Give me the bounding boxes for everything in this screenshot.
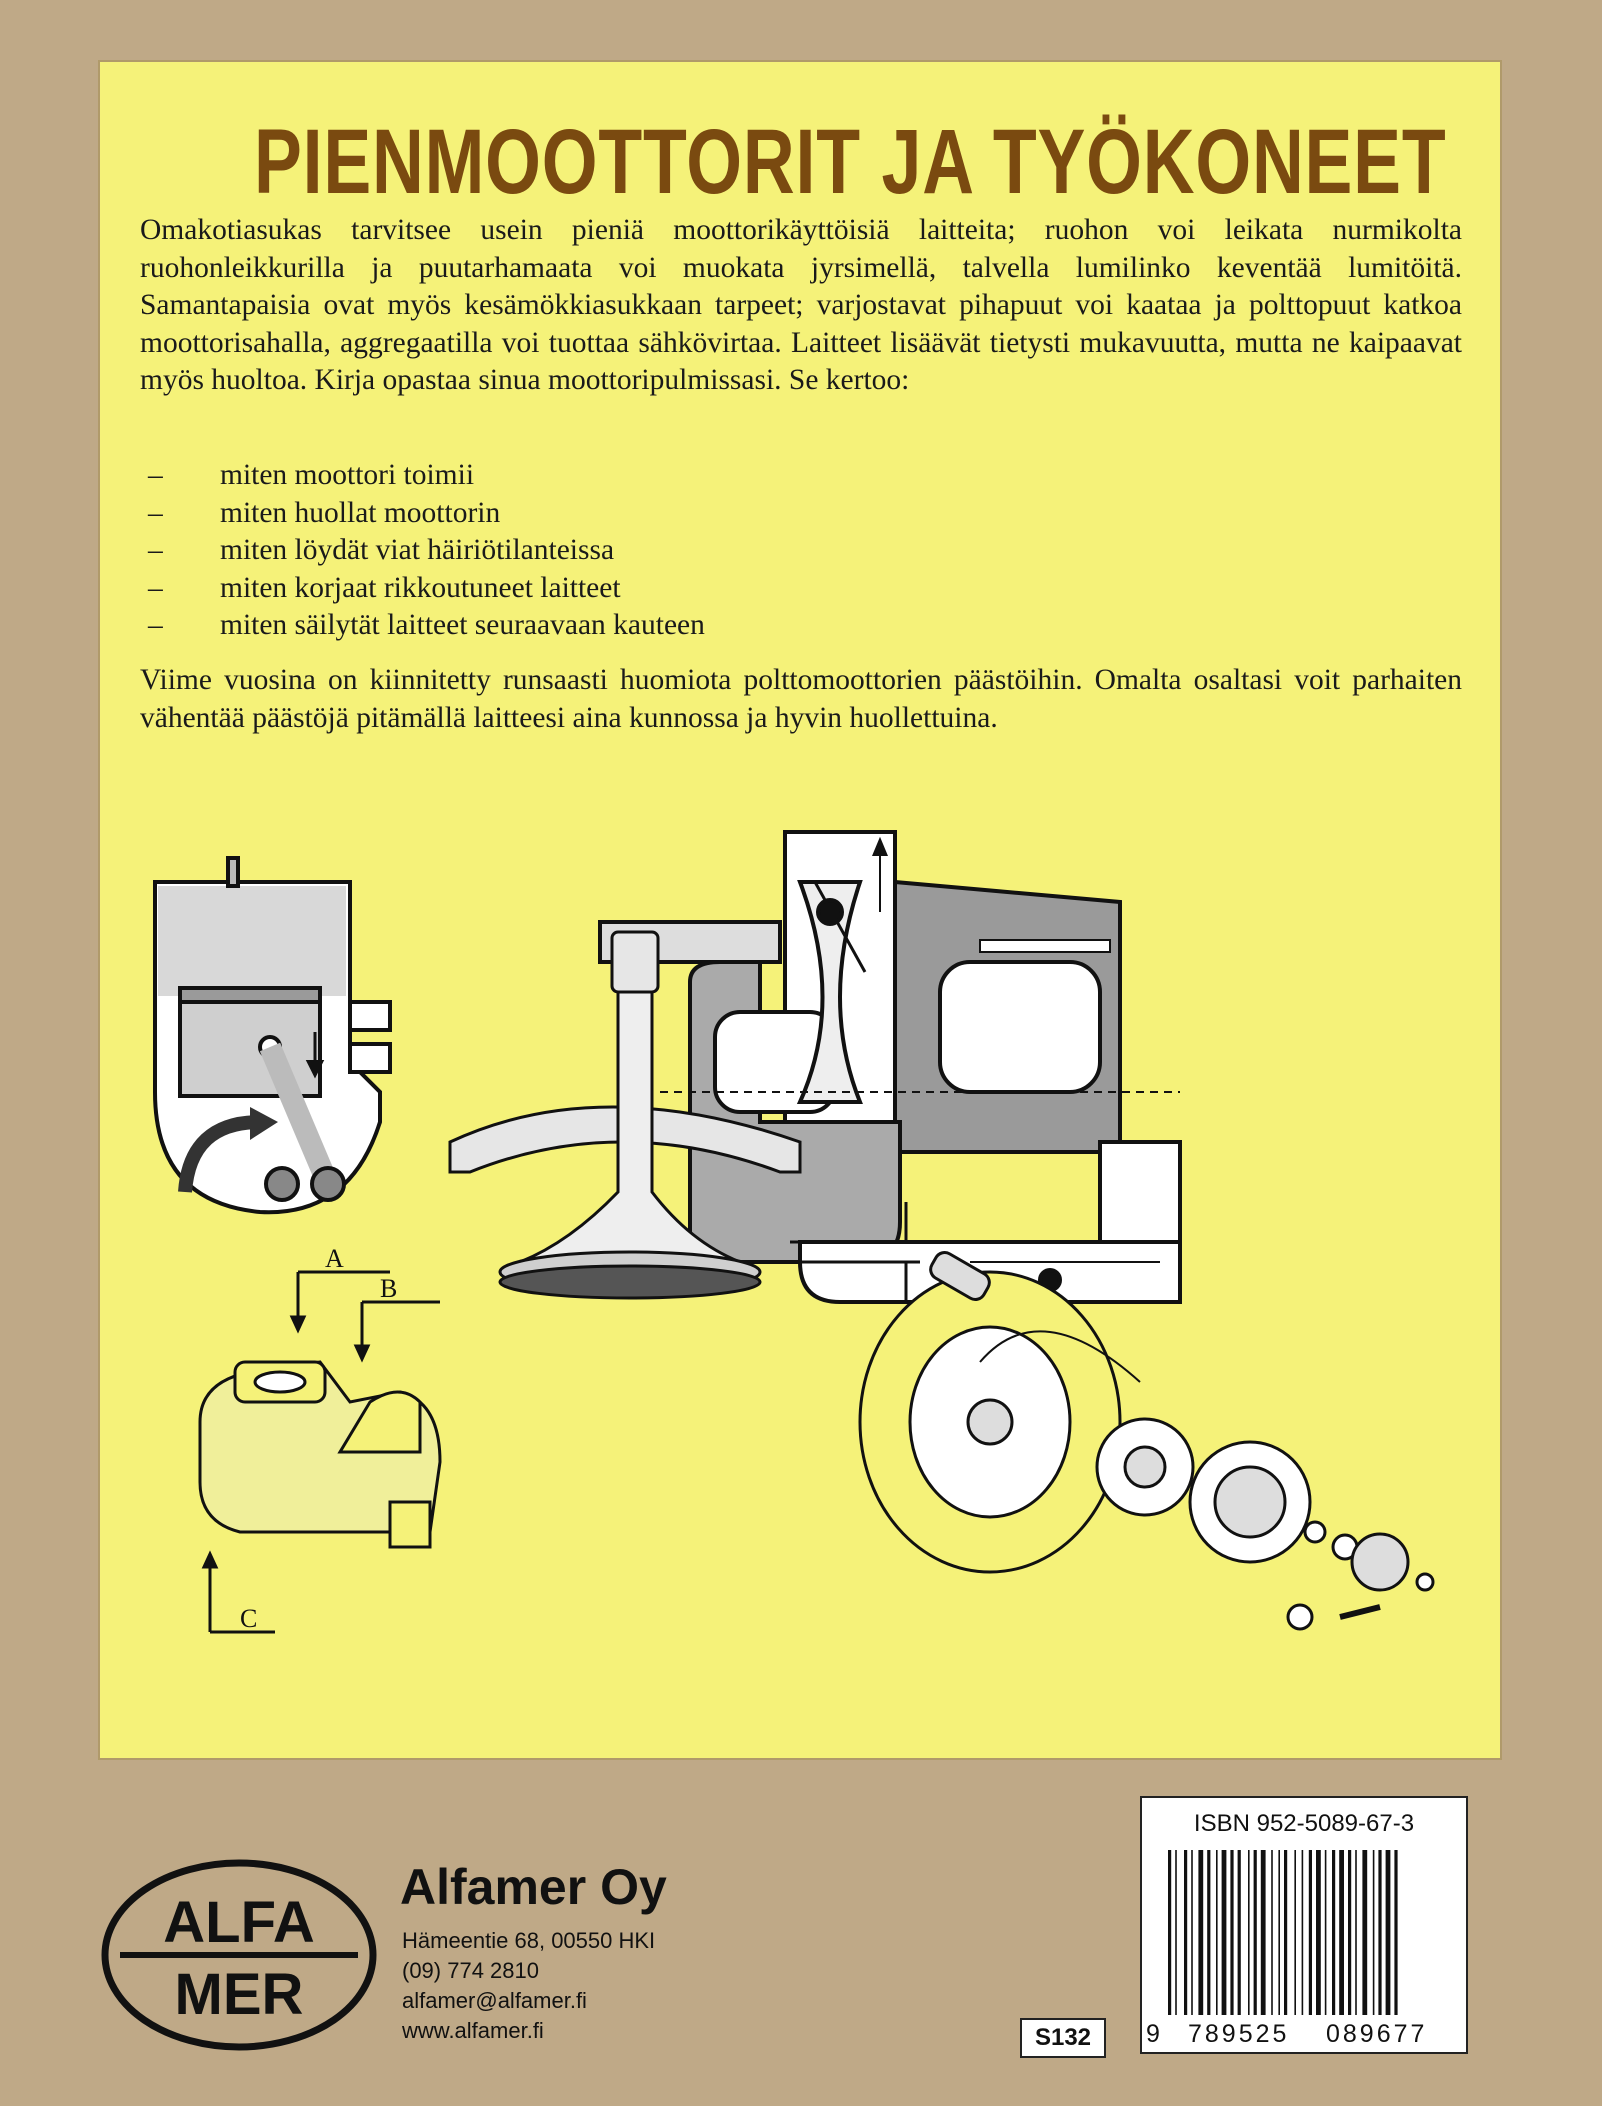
list-dash: – bbox=[148, 496, 163, 529]
barcode-bar bbox=[1168, 1850, 1172, 2015]
publisher-name: Alfamer Oy bbox=[400, 1859, 667, 1915]
barcode-bar bbox=[1301, 1850, 1304, 2015]
list-item: –miten säilytät laitteet seuraavaan kaut… bbox=[140, 607, 1140, 645]
barcode-bar bbox=[1248, 1850, 1250, 2015]
logo-text-bottom: MER bbox=[175, 1962, 304, 2027]
list-dash: – bbox=[148, 571, 163, 604]
barcode-bar bbox=[1198, 1850, 1204, 2015]
barcode-bar bbox=[1324, 1850, 1327, 2015]
list-item: –miten löydät viat häiriötilanteissa bbox=[140, 532, 1140, 570]
barcode-bar bbox=[1253, 1850, 1257, 2015]
isbn-box: ISBN 952-5089-67-3 9 789525 089677 bbox=[1140, 1796, 1468, 2054]
list-item: –miten korjaat rikkoutuneet laitteet bbox=[140, 570, 1140, 608]
barcode-bar bbox=[1316, 1850, 1321, 2015]
barcode-bar bbox=[1221, 1850, 1227, 2015]
publisher-email: alfamer@alfamer.fi bbox=[402, 1988, 587, 2013]
barcode-bar bbox=[1385, 1850, 1391, 2015]
barcode-bar bbox=[1294, 1850, 1296, 2015]
barcode-bar bbox=[1191, 1850, 1193, 2015]
label-b: B bbox=[380, 1274, 397, 1303]
valve-illustration bbox=[448, 930, 920, 1302]
isbn-label: ISBN 952-5089-67-3 bbox=[1193, 1810, 1415, 1837]
carburetor-exterior-illustration: A B C bbox=[198, 1244, 442, 1634]
barcode-bar bbox=[1339, 1850, 1344, 2015]
product-code: S132 bbox=[1020, 2018, 1106, 2058]
two-stroke-engine-illustration bbox=[153, 856, 392, 1215]
publisher-phone: (09) 774 2810 bbox=[402, 1958, 539, 1983]
barcode-bar bbox=[1207, 1850, 1211, 2015]
carburetor-section-illustration bbox=[598, 830, 1182, 1304]
list-item: –miten moottori toimii bbox=[140, 457, 1140, 495]
barcode bbox=[1168, 1850, 1398, 2015]
barcode-bar bbox=[1308, 1850, 1312, 2015]
book-title: PIENMOOTTORIT JA TYÖKONEET bbox=[254, 111, 1447, 213]
barcode-bar bbox=[1378, 1850, 1382, 2015]
list-dash: – bbox=[148, 534, 163, 566]
barcode-bar bbox=[1348, 1850, 1352, 2015]
barcode-bar bbox=[1184, 1850, 1188, 2015]
illustrations: A B C bbox=[153, 830, 1435, 1634]
barcode-digits-right: 089677 bbox=[1326, 2020, 1428, 2048]
barcode-bar bbox=[1230, 1850, 1234, 2015]
alfamer-logo: ALFA MER bbox=[100, 1858, 378, 2052]
barcode-bar bbox=[1355, 1850, 1357, 2015]
barcode-bar bbox=[1332, 1850, 1336, 2015]
list-dash: – bbox=[148, 609, 163, 641]
barcode-bar bbox=[1175, 1850, 1177, 2015]
cover-panel: PIENMOOTTORIT JA TYÖKONEET Omakotiasukas… bbox=[98, 60, 1502, 1760]
label-a: A bbox=[325, 1244, 344, 1273]
list-dash: – bbox=[148, 459, 163, 491]
logo-text-top: ALFA bbox=[163, 1890, 314, 1955]
barcode-bar bbox=[1394, 1850, 1398, 2015]
barcode-bar bbox=[1362, 1850, 1368, 2015]
barcode-bar bbox=[1216, 1850, 1218, 2015]
barcode-bar bbox=[1260, 1850, 1266, 2015]
barcode-digit-first: 9 bbox=[1146, 2020, 1160, 2048]
barcode-digits-left: 789525 bbox=[1188, 2020, 1290, 2048]
intro-paragraph: Omakotiasukas tarvitsee usein pieniä moo… bbox=[140, 214, 1462, 396]
barcode-bar bbox=[1372, 1850, 1375, 2015]
barcode-bar bbox=[1284, 1850, 1288, 2015]
list-item: –miten huollat moottorin bbox=[140, 495, 1140, 533]
barcode-bar bbox=[1237, 1850, 1241, 2015]
topic-list: –miten moottori toimii –miten huollat mo… bbox=[140, 457, 1140, 645]
barcode-bar bbox=[1271, 1850, 1273, 2015]
recoil-starter-illustration bbox=[858, 1251, 1435, 1631]
outro-paragraph: Viime vuosina on kiinnitetty runsaasti h… bbox=[140, 664, 1462, 734]
barcode-bar bbox=[1278, 1850, 1280, 2015]
label-c: C bbox=[240, 1604, 257, 1633]
publisher-address: Hämeentie 68, 00550 HKI bbox=[402, 1928, 656, 1953]
publisher-website: www.alfamer.fi bbox=[402, 2018, 544, 2043]
